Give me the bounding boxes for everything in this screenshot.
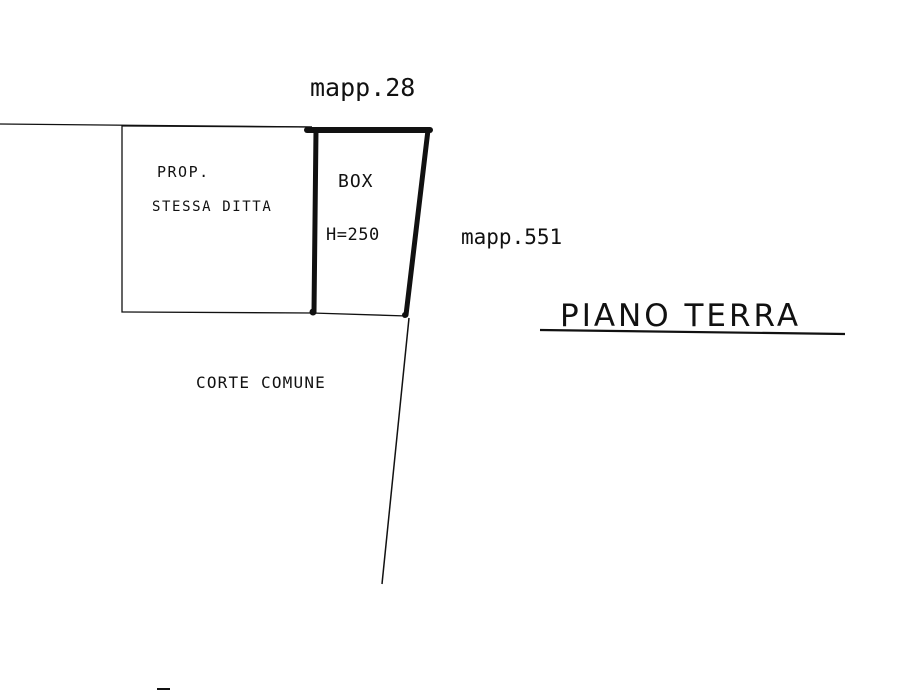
label-box-height: H=250 (326, 225, 380, 245)
courtyard-boundary-line (381, 317, 410, 585)
box-south-edge (311, 312, 408, 317)
label-stessa-ditta: STESSA DITTA (152, 199, 272, 215)
label-mapp-551: mapp.551 (461, 225, 562, 249)
box-west-wall (311, 127, 319, 315)
box-corner-mark-east (402, 312, 408, 318)
title-underline (539, 328, 846, 336)
adjacent-property-outline (121, 125, 313, 314)
label-mapp-28: mapp.28 (310, 73, 415, 102)
label-prop: PROP. (157, 163, 210, 181)
label-box: BOX (338, 171, 374, 192)
box-corner-mark-west (309, 308, 317, 316)
box-east-wall (403, 127, 431, 318)
label-corte-comune: CORTE COMUNE (196, 373, 326, 392)
label-piano-terra: PIANO TERRA (560, 298, 801, 334)
